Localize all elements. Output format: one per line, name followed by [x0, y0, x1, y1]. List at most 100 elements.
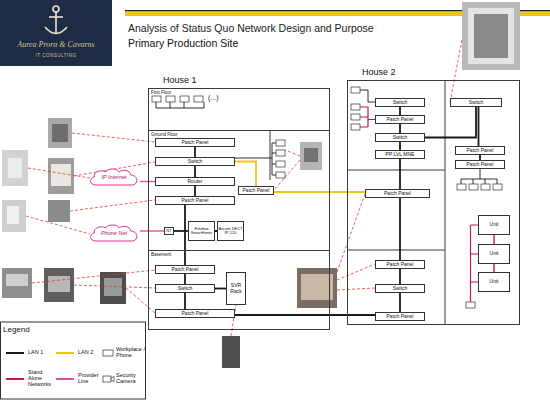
- network-cable: [140, 230, 164, 231]
- network-cable: [184, 293, 186, 309]
- network-cable: [194, 166, 196, 177]
- legend-sample: [102, 342, 116, 364]
- legend-item: Provider Line: [54, 368, 102, 390]
- legend-line-sample: [56, 378, 74, 380]
- camera-icon: [103, 376, 111, 382]
- text-label: IT CONSULTING: [4, 53, 108, 58]
- unit-box: Unit: [478, 215, 510, 235]
- device-label: Patch Panel: [467, 162, 494, 167]
- leader-line: [337, 194, 365, 272]
- room-dividers: [270, 80, 445, 325]
- workplace-icon: [469, 184, 478, 190]
- device-label: Patch Panel: [387, 314, 414, 319]
- workplace-icon: [166, 96, 175, 102]
- text-label: Aurea Prora & Cavarns: [4, 40, 108, 49]
- device-box: Switch: [450, 98, 502, 107]
- device-box: Switch: [155, 157, 235, 166]
- leader-line: [450, 40, 462, 102]
- leader-lines: [26, 40, 462, 336]
- legend-line-sample: [6, 378, 24, 380]
- device-label: Router: [187, 179, 202, 184]
- device-box: SVR Rack: [226, 272, 246, 305]
- device-box: PP LVL MNE: [375, 150, 425, 159]
- wire: [360, 90, 375, 102]
- divider-line: [347, 170, 445, 171]
- unit-label: Unit: [490, 222, 499, 227]
- device-label: Switch: [469, 100, 484, 105]
- legend-item: LAN 1: [4, 342, 54, 364]
- photo: [48, 118, 72, 148]
- workplace-icon: [351, 104, 360, 110]
- leader-line: [32, 270, 155, 283]
- device-label: Patch Panel: [182, 140, 209, 145]
- legend-sample: [54, 368, 78, 390]
- device-label: Patch Panel: [387, 117, 414, 122]
- device-label: Fritzbox SmartHome: [188, 227, 215, 235]
- network-cable: [399, 142, 401, 150]
- legend-sample: [4, 342, 28, 364]
- device-label: Patch Panel: [467, 148, 494, 153]
- workplace-icon: [276, 140, 285, 146]
- network-cable: [399, 107, 401, 115]
- device-box: Patch Panel: [375, 312, 425, 321]
- network-cable: [194, 186, 196, 196]
- photo: [462, 2, 520, 70]
- network-cable: [493, 235, 494, 244]
- photo: [2, 150, 28, 186]
- photo: [44, 268, 74, 302]
- device-label: Patch Panel: [384, 191, 411, 196]
- workplace-icon: [351, 114, 360, 120]
- leader-line: [28, 168, 90, 178]
- legend-frame: [1, 322, 146, 399]
- legend-text: Workplace / Phone: [116, 342, 146, 364]
- floor-band: BasementPatch PanelSwitchSVR RackPatch P…: [148, 250, 330, 330]
- anchor-arms: [45, 27, 67, 34]
- legend-text: LAN 1: [28, 342, 54, 364]
- workplace-icon: [351, 87, 360, 93]
- photo: [222, 336, 240, 368]
- legend-line-sample: [56, 352, 74, 354]
- photo: [300, 142, 322, 170]
- photo-detail: [52, 124, 68, 142]
- device-box: Patch Panel: [155, 309, 235, 318]
- workplace-icon: [103, 350, 113, 356]
- legend-item: Stand Alone Networks: [4, 368, 54, 390]
- building-heading: House 2: [362, 67, 396, 77]
- workplace-icon: [493, 184, 502, 190]
- device-box: Switch: [375, 133, 425, 142]
- device-box: Patch Panel: [155, 138, 235, 147]
- leader-line: [274, 160, 300, 190]
- device-label: Switch: [178, 286, 193, 291]
- device-label: Switch: [393, 100, 408, 105]
- device-box: Patch Panel: [238, 186, 274, 195]
- legend-sample: [54, 342, 78, 364]
- building-area: House 1First FloorGround FloorPatch Pane…: [148, 88, 330, 330]
- workplace-icon: [457, 184, 466, 190]
- device-label: NT: [166, 229, 171, 233]
- wire: [461, 169, 497, 184]
- device-label: Patch Panel: [182, 311, 209, 316]
- photo: [2, 268, 32, 298]
- device-label: PP LVL MNE: [386, 152, 415, 157]
- network-cable: [235, 314, 375, 316]
- workplace-icon: [466, 302, 475, 308]
- device-label: Patch Panel: [243, 188, 270, 193]
- unit-label: Unit: [490, 279, 499, 284]
- photo: [48, 158, 74, 194]
- device-label: Patch Panel: [172, 267, 199, 272]
- device-box: Patch Panel: [455, 146, 505, 155]
- floor-label: Ground Floor: [151, 132, 178, 137]
- device-label: SVR Rack: [226, 283, 246, 294]
- device-box: Patch Panel: [455, 160, 505, 169]
- device-box: Patch Panel: [155, 265, 215, 274]
- workplace-icon: [276, 161, 285, 167]
- photo-detail: [468, 8, 514, 64]
- wire: [471, 225, 479, 302]
- device-box: NT: [164, 227, 174, 235]
- device-box: Ascom DECT IP-120: [217, 221, 244, 241]
- building-area: House 2SwitchPatch PanelSwitchPP LVL MNE…: [347, 80, 520, 325]
- photo: [48, 200, 70, 222]
- photo-detail: [8, 158, 22, 178]
